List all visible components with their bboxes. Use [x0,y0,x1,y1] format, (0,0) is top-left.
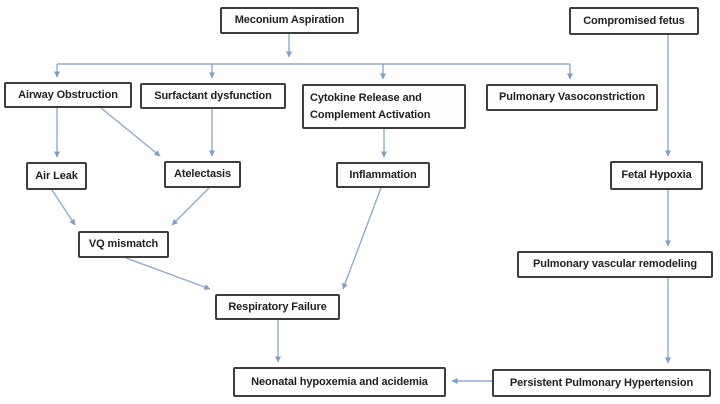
node-inflammation: Inflammation [336,162,430,188]
node-pulmonary-vasoconstriction: Pulmonary Vasoconstriction [486,84,658,111]
node-air-leak: Air Leak [26,162,87,190]
node-cytokine-release-complement-activation: Cytokine Release and Complement Activati… [302,84,466,129]
node-vq-mismatch: VQ mismatch [78,231,169,258]
node-atelectasis: Atelectasis [164,161,241,188]
node-surfactant-dysfunction: Surfactant dysfunction [140,83,286,109]
node-airway-obstruction: Airway Obstruction [4,82,132,108]
node-fetal-hypoxia: Fetal Hypoxia [610,161,703,190]
node-meconium-aspiration: Meconium Aspiration [220,7,359,34]
node-persistent-pulmonary-hypertension: Persistent Pulmonary Hypertension [492,369,711,397]
node-pulmonary-vascular-remodeling: Pulmonary vascular remodeling [517,251,713,278]
node-compromised-fetus: Compromised fetus [569,7,699,35]
node-neonatal-hypoxemia-acidemia: Neonatal hypoxemia and acidemia [233,367,446,397]
node-respiratory-failure: Respiratory Failure [215,294,340,320]
